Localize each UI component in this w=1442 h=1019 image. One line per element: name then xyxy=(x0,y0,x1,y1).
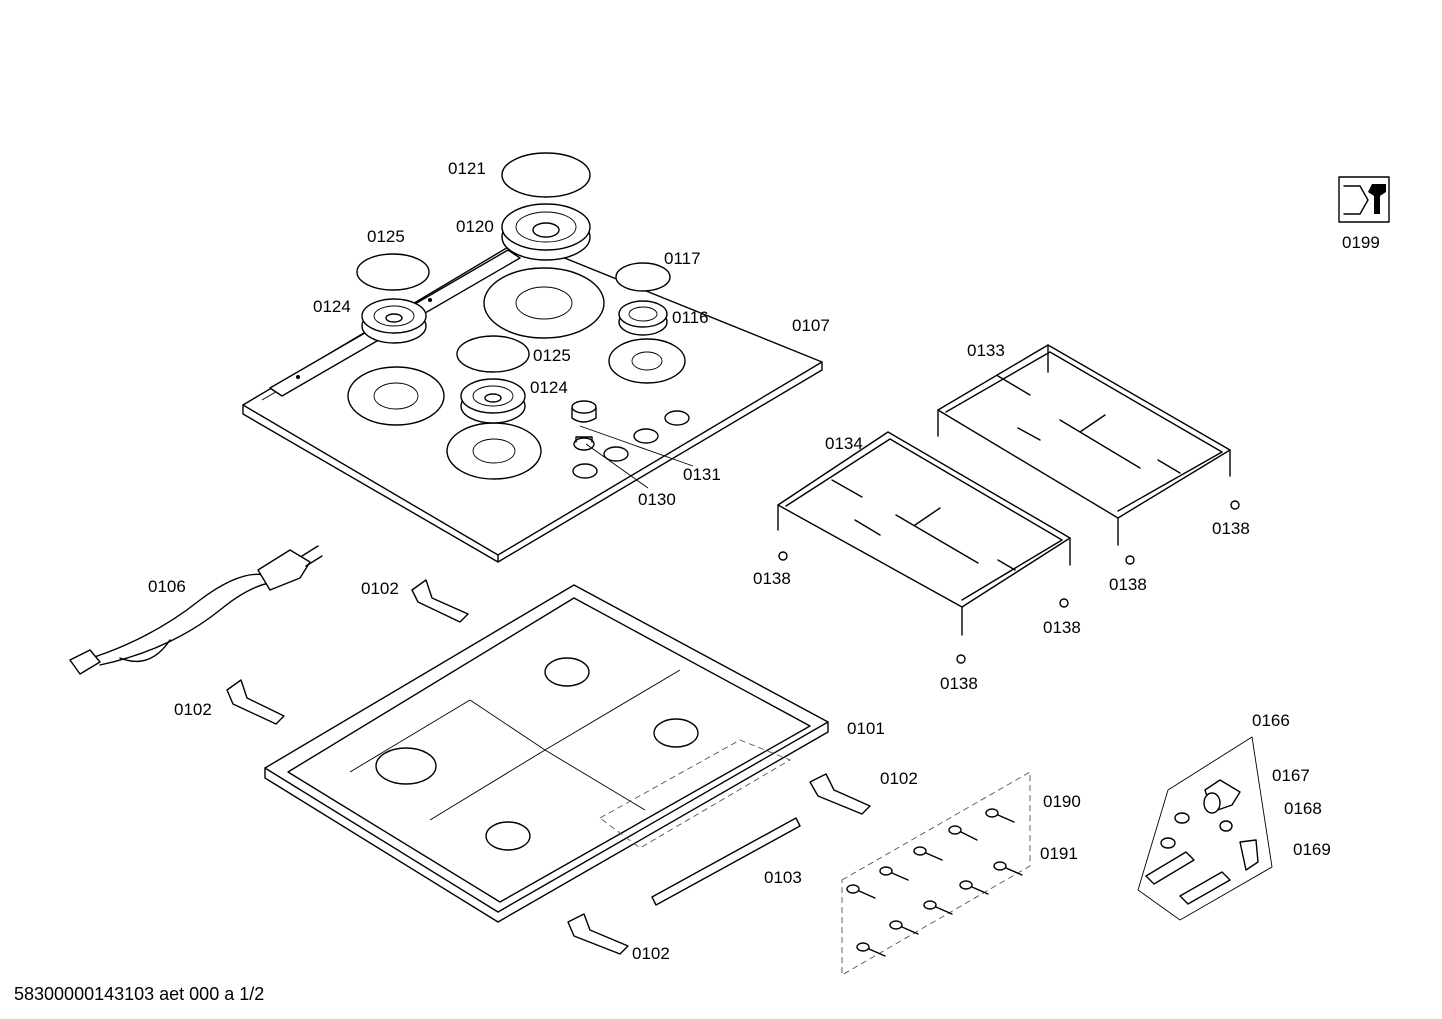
label-0138-b: 0138 xyxy=(753,569,791,588)
label-0191: 0191 xyxy=(1040,844,1078,863)
label-0124-mid: 0124 xyxy=(530,378,568,397)
pan-support-rear xyxy=(937,344,1231,546)
label-0106: 0106 xyxy=(148,577,186,596)
label-0168: 0168 xyxy=(1284,799,1322,818)
bottom-tray xyxy=(264,584,829,923)
label-0190: 0190 xyxy=(1043,792,1081,811)
label-0169: 0169 xyxy=(1293,840,1331,859)
front-strip xyxy=(651,817,801,906)
label-0102-d: 0102 xyxy=(632,944,670,963)
label-0130: 0130 xyxy=(638,490,676,509)
label-0101: 0101 xyxy=(847,719,885,738)
fixing-clamps xyxy=(226,579,871,955)
pan-support-front xyxy=(777,431,1071,636)
label-0125-mid: 0125 xyxy=(533,346,571,365)
label-0121: 0121 xyxy=(448,159,486,178)
label-0102-b: 0102 xyxy=(174,700,212,719)
label-0138-d: 0138 xyxy=(1043,618,1081,637)
label-0134: 0134 xyxy=(825,434,863,453)
label-0138-e: 0138 xyxy=(940,674,978,693)
label-0120: 0120 xyxy=(456,217,494,236)
label-0199: 0199 xyxy=(1342,233,1380,252)
hob-top-plate xyxy=(242,239,823,563)
screw-set xyxy=(841,771,1031,976)
label-0117: 0117 xyxy=(664,249,701,268)
label-0125-top: 0125 xyxy=(367,227,405,246)
label-0138-a: 0138 xyxy=(1212,519,1250,538)
label-0124-top: 0124 xyxy=(313,297,351,316)
label-0131: 0131 xyxy=(683,465,721,484)
label-0107: 0107 xyxy=(792,316,830,335)
gas-connector-kit xyxy=(1137,736,1273,921)
mains-cable xyxy=(69,545,323,675)
document-code: 58300000143103 aet 000 a 1/2 xyxy=(14,984,265,1004)
label-0133: 0133 xyxy=(967,341,1005,360)
rubber-feet xyxy=(778,500,1240,664)
label-0102-a: 0102 xyxy=(361,579,399,598)
burner-caps xyxy=(356,152,671,424)
label-0102-c: 0102 xyxy=(880,769,918,788)
label-0103: 0103 xyxy=(764,868,802,887)
label-0167: 0167 xyxy=(1272,766,1310,785)
label-0138-c: 0138 xyxy=(1109,575,1147,594)
label-0166: 0166 xyxy=(1252,711,1290,730)
wrench-nut-icon xyxy=(1338,176,1390,223)
label-0116: 0116 xyxy=(672,308,709,327)
